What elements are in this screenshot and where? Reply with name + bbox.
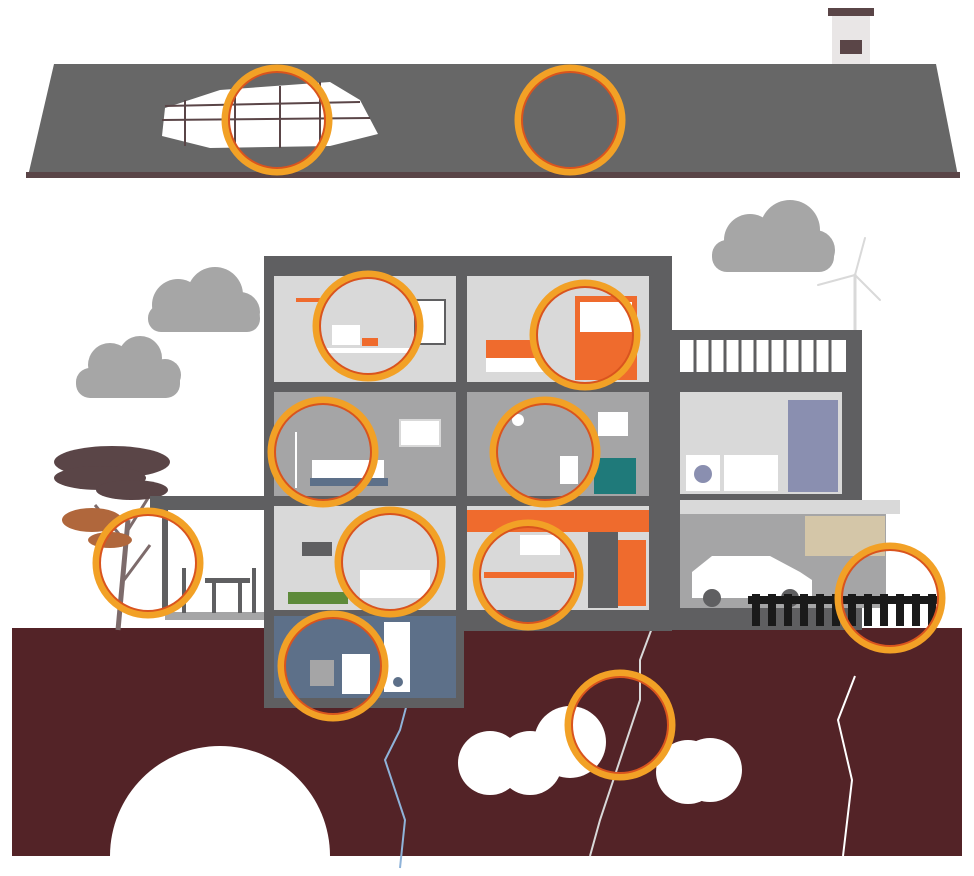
hotspot-ring-inner [479,526,577,624]
hotspot-ring-inner [841,549,939,647]
chimney [832,12,870,64]
hotspot-ring [514,64,626,176]
wind-turbine [817,237,881,332]
hotspot-attic-bedroom[interactable] [529,279,641,391]
hotspot-ring-inner [571,676,669,774]
ground-crack [836,675,856,857]
hotspot-ring [489,396,601,508]
hotspot-ring-inner [536,286,634,384]
cloud [76,336,181,398]
main-house [264,256,672,708]
hotspot-floor1-bathroom[interactable] [489,396,601,508]
room-ground-kitchen [467,506,649,610]
hotspot-roof-insulation[interactable] [514,64,626,176]
hotspot-roof-solar-panel[interactable] [221,64,333,176]
car [692,556,812,598]
hotspot-floor1-bedroom[interactable] [267,396,379,508]
hotspot-ring [472,519,584,631]
hotspot-ring-inner [341,513,439,611]
hotspot-garden-terrace[interactable] [92,507,204,619]
hotspot-ring-inner [319,277,417,375]
hotspot-ground-kitchen[interactable] [472,519,584,631]
water-pipe [383,699,409,869]
hotspot-ring [221,64,333,176]
hotspot-ground-living-room[interactable] [334,506,446,618]
cloud [712,200,835,272]
hotspot-ring [92,507,204,619]
hotspot-ring [334,506,446,618]
hotspot-ring-inner [274,403,372,501]
hotspots-layer [92,64,946,781]
hotspot-ring [267,396,379,508]
roof-section [26,8,960,178]
cloud [148,267,260,332]
hotspot-attic-office[interactable] [312,270,424,382]
roof-gutter [26,172,960,178]
hotspot-ring-inner [99,514,197,612]
terrace-canopy [150,496,275,620]
hotspot-ring-inner [228,71,326,169]
hotspot-ring [564,669,676,781]
hotspot-ring [312,270,424,382]
garage-building [672,330,900,630]
hotspot-ring [529,279,641,391]
hotspot-garden-fence[interactable] [834,542,946,654]
hotspot-ring-inner [496,403,594,501]
hotspot-underground-pipes[interactable] [564,669,676,781]
hotspot-ring-inner [284,617,382,715]
hotspot-ring [834,542,946,654]
underground-cave [110,746,330,856]
hotspot-ring [277,610,389,722]
hotspot-basement-boiler[interactable] [277,610,389,722]
hotspot-ring-inner [521,71,619,169]
